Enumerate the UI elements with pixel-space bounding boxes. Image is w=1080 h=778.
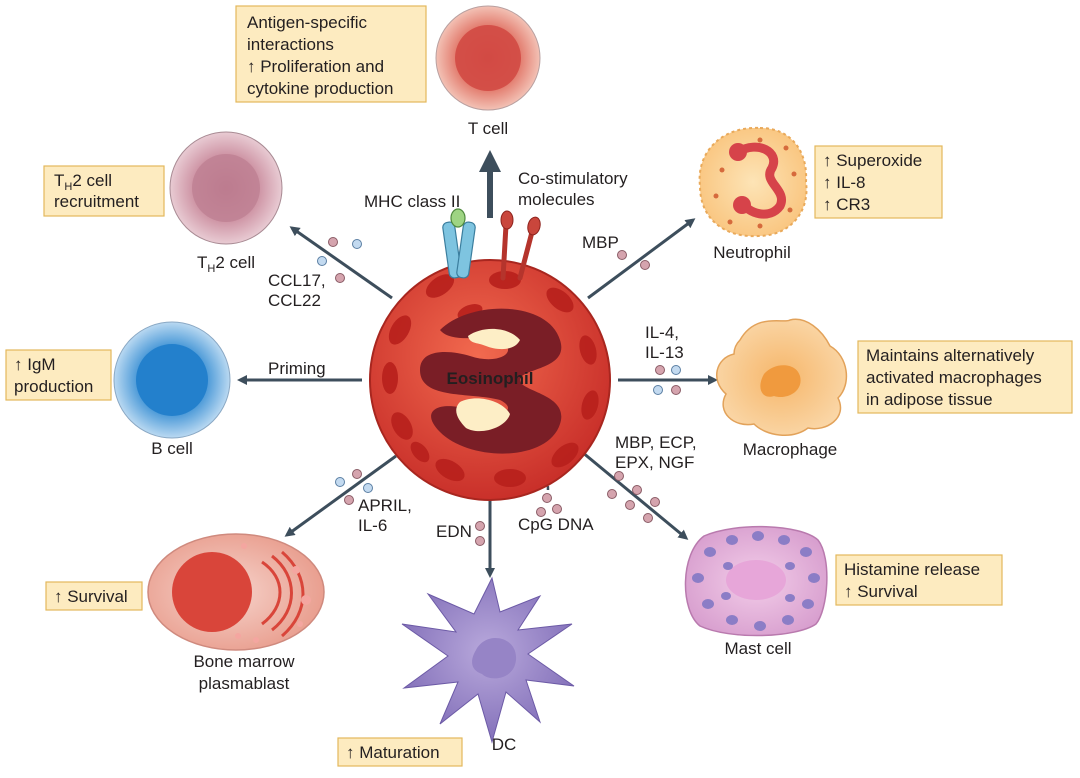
mhc-receptor bbox=[442, 208, 476, 279]
bcell-box-line-2: production bbox=[14, 377, 93, 396]
costim-label-2: molecules bbox=[518, 190, 595, 209]
mastcell-mediator-2: EPX, NGF bbox=[615, 453, 694, 472]
th2-mediator-1: CCL17, bbox=[268, 271, 326, 290]
costim-label-1: Co-stimulatory bbox=[518, 169, 628, 188]
th2-box bbox=[43, 165, 165, 217]
mastcell-cell bbox=[684, 525, 828, 637]
neutrophil-mediator: MBP bbox=[582, 233, 619, 252]
plasmablast-cell bbox=[147, 533, 325, 651]
bcell-box-line-1: ↑ IgM bbox=[14, 355, 56, 374]
macrophage-mediator-1: IL-4, bbox=[645, 323, 679, 342]
mastcell-box-line-2: ↑ Survival bbox=[844, 582, 918, 601]
dc-cpg-label: CpG DNA bbox=[518, 515, 594, 534]
plasmablast-label-1: Bone marrow bbox=[193, 652, 295, 671]
neutrophil-box bbox=[814, 145, 943, 219]
macrophage-box bbox=[857, 340, 1073, 414]
plasmablast-box-line-1: ↑ Survival bbox=[54, 587, 128, 606]
eosinophil-label: Eosinophil bbox=[447, 369, 534, 388]
mastcell-box-line-1: Histamine release bbox=[844, 560, 980, 579]
neutrophil-box-line-1: ↑ Superoxide bbox=[823, 151, 922, 170]
costimulatory-molecules bbox=[500, 210, 541, 281]
bcell-box bbox=[5, 349, 112, 401]
tcell-box-line-1: Antigen-specific bbox=[247, 13, 368, 32]
mediator-dots bbox=[317, 237, 681, 546]
dc-label: DC bbox=[492, 735, 517, 754]
dc-mediator: EDN bbox=[436, 522, 472, 541]
th2-cell bbox=[169, 131, 283, 245]
th2-box-line-1: TH2 cell bbox=[54, 171, 112, 193]
mhc-label: MHC class II bbox=[364, 192, 460, 211]
mastcell-box bbox=[835, 554, 1003, 606]
mastcell-mediator-1: MBP, ECP, bbox=[615, 433, 697, 452]
bcell-mediator: Priming bbox=[268, 359, 326, 378]
bcell-label: B cell bbox=[151, 439, 193, 458]
arrow-to-mastcell bbox=[581, 450, 689, 540]
arrow-to-plasmablast bbox=[284, 454, 397, 537]
bcell-cell bbox=[113, 321, 231, 439]
macrophage-box-line-1: Maintains alternatively bbox=[866, 346, 1035, 365]
macrophage-label: Macrophage bbox=[743, 440, 838, 459]
th2-label: TH2 cell bbox=[197, 253, 255, 275]
macrophage-cell bbox=[716, 318, 848, 436]
macrophage-box-line-3: in adipose tissue bbox=[866, 390, 993, 409]
plasmablast-label-2: plasmablast bbox=[199, 674, 290, 693]
macrophage-box-line-2: activated macrophages bbox=[866, 368, 1042, 387]
th2-mediator-2: CCL22 bbox=[268, 291, 321, 310]
neutrophil-box-line-2: ↑ IL-8 bbox=[823, 173, 866, 192]
plasmablast-mediator-1: APRIL, bbox=[358, 496, 412, 515]
arrow-to-th2 bbox=[289, 226, 393, 300]
arrow-to-neutrophil bbox=[587, 218, 696, 300]
tcell-box-line-4: cytokine production bbox=[247, 79, 393, 98]
eosinophil-cell bbox=[369, 259, 611, 501]
macrophage-mediator-2: IL-13 bbox=[645, 343, 684, 362]
neutrophil-label: Neutrophil bbox=[713, 243, 791, 262]
tcell-cell bbox=[435, 5, 541, 111]
tcell-label: T cell bbox=[468, 119, 508, 138]
tcell-box-line-3: ↑ Proliferation and bbox=[247, 57, 384, 76]
dc-box-line-1: ↑ Maturation bbox=[346, 743, 440, 762]
mastcell-label: Mast cell bbox=[724, 639, 791, 658]
plasmablast-mediator-2: IL-6 bbox=[358, 516, 387, 535]
tcell-box bbox=[235, 5, 427, 103]
dc-box bbox=[337, 737, 463, 767]
tcell-box-line-2: interactions bbox=[247, 35, 334, 54]
th2-box-line-2: recruitment bbox=[54, 192, 139, 211]
neutrophil-cell bbox=[698, 126, 808, 238]
dc-cell bbox=[401, 576, 575, 744]
neutrophil-box-line-3: ↑ CR3 bbox=[823, 195, 870, 214]
plasmablast-box bbox=[45, 581, 143, 611]
